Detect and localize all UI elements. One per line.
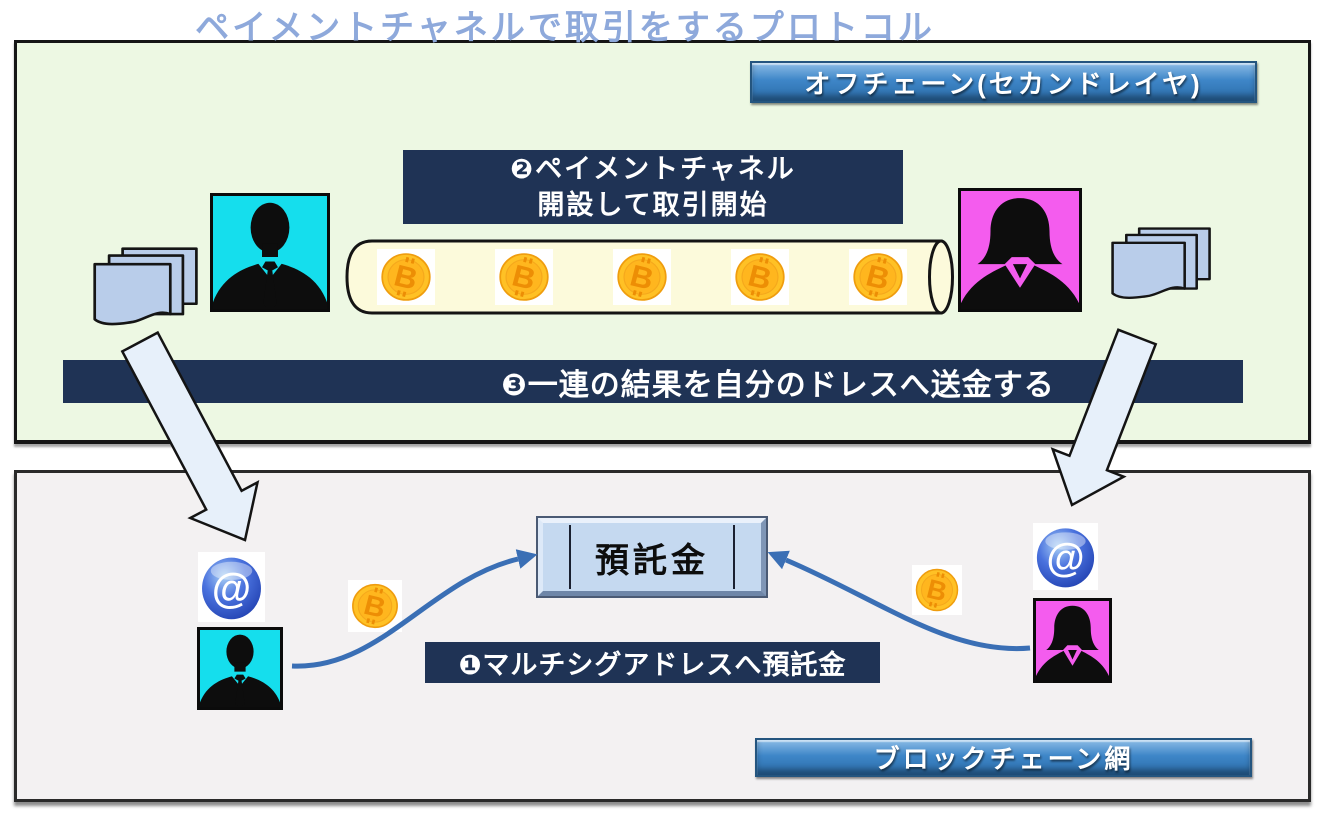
step2-line2: 開設して取引開始 [537, 190, 769, 220]
step1-label: ❶マルチシグアドレスへ預託金 [425, 642, 880, 683]
offchain-section-label: オフチェーン(セカンドレイヤ) [750, 61, 1257, 103]
blockchain-section-label: ブロックチェーン網 [755, 738, 1252, 777]
deposit-box-line-left [569, 525, 571, 589]
step3-label: ❸一連の結果を自分のドレスへ送金する [63, 360, 1243, 403]
businesswoman-avatar-onchain [1033, 598, 1112, 683]
step2-label: ❷ペイメントチャネル 開設して取引開始 [403, 150, 903, 224]
deposit-label: 預託金 [595, 541, 709, 580]
at-address-icon-left [198, 552, 265, 622]
bitcoin-coin-icon-right [912, 565, 962, 615]
page-title: ペイメントチャネルで取引をするプロトコル [195, 9, 935, 47]
businessman-avatar-onchain [197, 627, 283, 710]
bitcoin-coin-icon-left [348, 580, 402, 632]
at-address-icon-right [1033, 523, 1098, 590]
deposit-box: 預託金 [538, 518, 766, 596]
documents-stack-icon-right [1110, 227, 1213, 306]
step2-line1: ❷ペイメントチャネル [510, 154, 796, 184]
deposit-box-line-right [733, 525, 735, 589]
businessman-avatar-offchain [210, 193, 330, 312]
businesswoman-avatar-offchain [958, 188, 1082, 312]
documents-stack-icon-left [92, 247, 200, 333]
